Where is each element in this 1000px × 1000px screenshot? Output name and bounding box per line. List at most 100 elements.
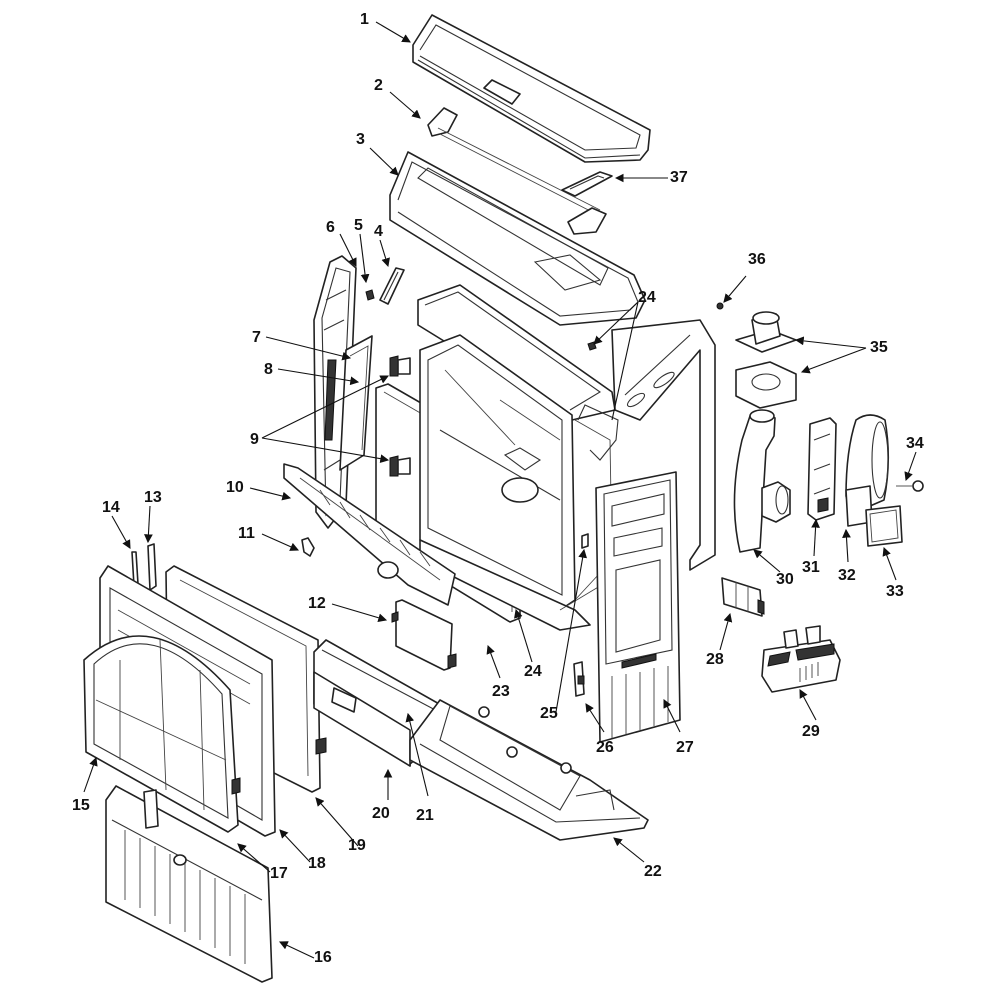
leader-12 xyxy=(331,603,388,623)
leader-3 xyxy=(369,147,399,176)
leader-15 xyxy=(83,756,98,793)
callout-35: 35 xyxy=(870,339,888,356)
access-plate-part xyxy=(391,599,457,671)
side-plate-part xyxy=(339,335,373,471)
leader-25 xyxy=(555,548,588,713)
blower-gasket-part xyxy=(865,505,903,547)
callout-31: 31 xyxy=(802,559,820,576)
callout-13: 13 xyxy=(144,489,162,506)
callout-4: 4 xyxy=(374,223,383,240)
callout-28: 28 xyxy=(706,651,724,668)
callout-23: 23 xyxy=(492,683,510,700)
callout-36: 36 xyxy=(748,251,766,268)
callout-33: 33 xyxy=(886,583,904,600)
leader-33 xyxy=(882,546,897,581)
callout-14: 14 xyxy=(102,499,120,516)
leader-21 xyxy=(405,712,429,797)
callout-9: 9 xyxy=(250,431,259,448)
small-clip-part xyxy=(301,537,315,557)
callout-12: 12 xyxy=(308,595,326,612)
leader-29 xyxy=(799,689,817,721)
callout-26: 26 xyxy=(596,739,614,756)
callout-17: 17 xyxy=(270,865,288,882)
hinge-brackets-part xyxy=(389,355,411,477)
callout-25: 25 xyxy=(540,705,558,722)
leader-17 xyxy=(237,843,271,873)
callout-18: 18 xyxy=(308,855,326,872)
power-module-part xyxy=(761,625,841,693)
callout-37: 37 xyxy=(670,169,688,186)
leader-24b xyxy=(514,608,533,663)
latch-plate-part xyxy=(147,543,157,591)
leader-32 xyxy=(842,528,851,563)
callout-29: 29 xyxy=(802,723,820,740)
callout-34: 34 xyxy=(906,435,924,452)
callout-16: 16 xyxy=(314,949,332,966)
callout-7: 7 xyxy=(252,329,261,346)
callout-22: 22 xyxy=(644,863,662,880)
leader-22 xyxy=(613,837,645,863)
callout-3: 3 xyxy=(356,131,365,148)
callout-6: 6 xyxy=(326,219,335,236)
pin-part xyxy=(896,480,924,492)
leader-24a-2 xyxy=(611,301,639,421)
callout-8: 8 xyxy=(264,361,273,378)
control-board-part xyxy=(721,577,765,617)
bottom-grille-part xyxy=(105,785,273,983)
leader-35b xyxy=(800,347,867,374)
handle-bracket-part xyxy=(379,267,405,305)
callout-1: 1 xyxy=(360,11,369,28)
front-door-part xyxy=(83,635,241,833)
callout-24-top: 24 xyxy=(638,289,656,306)
switch-bracket-part xyxy=(573,661,585,697)
right-side-door-part xyxy=(595,471,681,743)
stove-body-part xyxy=(417,284,716,631)
callout-32: 32 xyxy=(838,567,856,584)
leader-8 xyxy=(277,368,360,386)
callout-30: 30 xyxy=(776,571,794,588)
nut-part xyxy=(716,302,724,310)
callout-24-bottom: 24 xyxy=(524,663,542,680)
leader-6 xyxy=(339,233,357,267)
leader-2 xyxy=(389,91,421,119)
top-lid-part xyxy=(412,14,651,163)
leader-26 xyxy=(585,703,605,733)
lid-hinge-part xyxy=(427,107,607,235)
callout-27: 27 xyxy=(676,739,694,756)
sensor-part xyxy=(581,533,589,549)
leader-23 xyxy=(486,644,501,679)
top-frame-part xyxy=(389,151,646,326)
callout-19: 19 xyxy=(348,837,366,854)
leader-9a xyxy=(261,375,389,439)
leader-14 xyxy=(111,515,131,549)
leader-10 xyxy=(249,487,292,501)
convection-blower-part xyxy=(845,414,890,527)
leader-4 xyxy=(379,239,390,268)
leader-11 xyxy=(261,533,300,551)
leader-5 xyxy=(359,233,370,284)
leader-28 xyxy=(719,612,733,651)
lid-latch-part xyxy=(561,171,613,197)
callout-15: 15 xyxy=(72,797,90,814)
exhaust-blower-part xyxy=(733,409,791,553)
leader-19 xyxy=(315,797,359,847)
callout-2: 2 xyxy=(374,77,383,94)
base-pedestal-part xyxy=(409,699,649,841)
leader-13 xyxy=(144,505,153,544)
leader-9b xyxy=(261,437,390,464)
leader-30 xyxy=(753,549,781,573)
leader-1 xyxy=(375,21,411,43)
leader-35a xyxy=(794,336,867,349)
callout-21: 21 xyxy=(416,807,434,824)
callout-10: 10 xyxy=(226,479,244,496)
callout-11: 11 xyxy=(238,525,255,542)
leader-lines xyxy=(83,21,917,959)
leader-36 xyxy=(723,275,747,303)
callout-20: 20 xyxy=(372,805,390,822)
leader-7 xyxy=(265,336,352,361)
callout-5: 5 xyxy=(354,217,363,234)
leader-16 xyxy=(279,941,315,959)
auger-motor-part xyxy=(807,417,837,521)
